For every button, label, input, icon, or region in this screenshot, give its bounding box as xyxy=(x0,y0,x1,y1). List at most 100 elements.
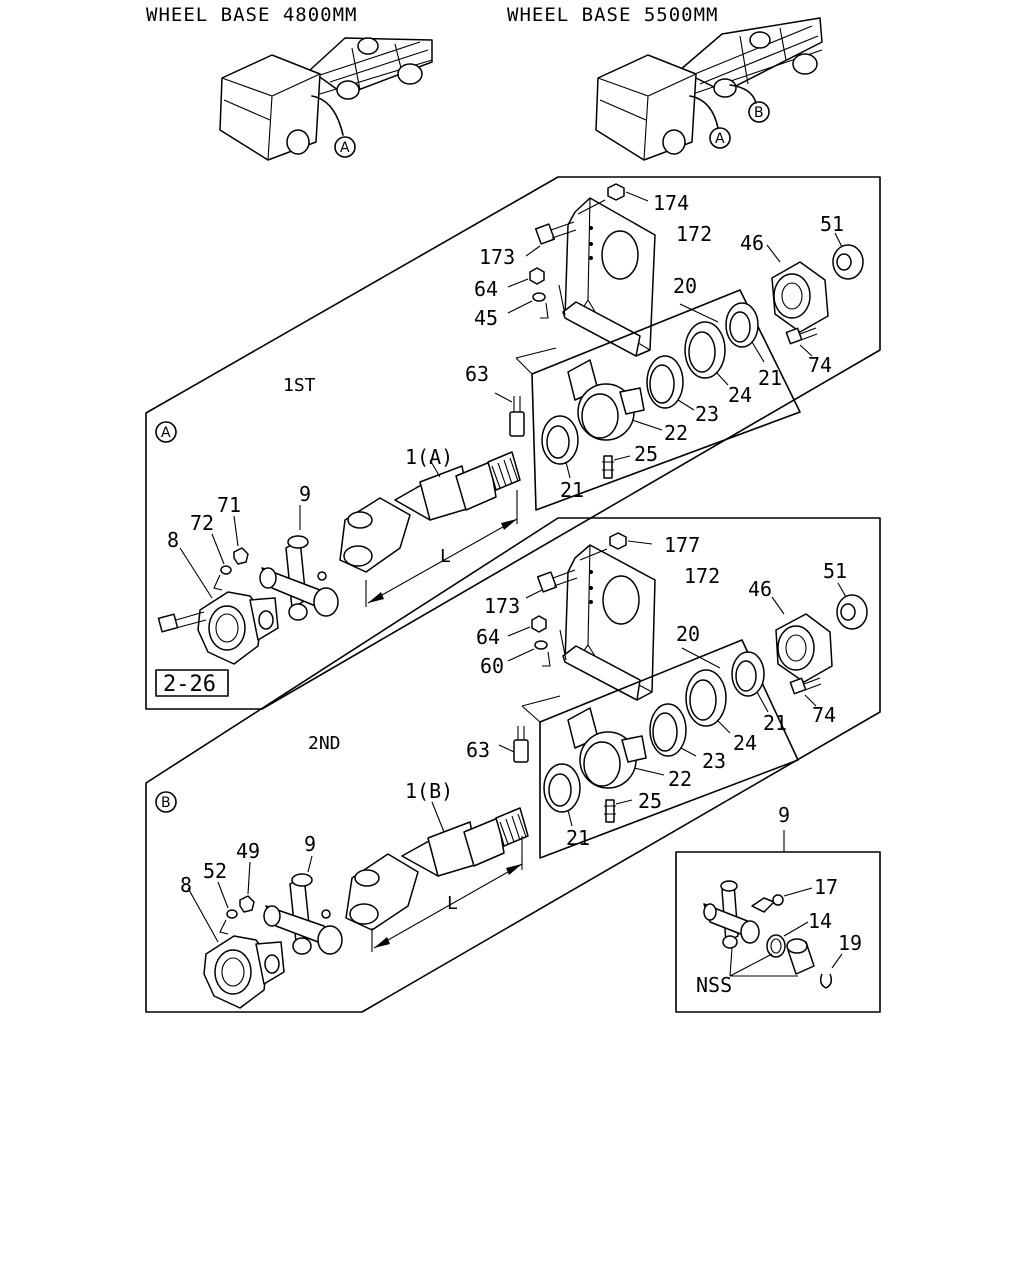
flange-yoke-8-2nd xyxy=(203,935,285,1009)
washer-52 xyxy=(226,909,238,919)
section-2nd-label: 2ND xyxy=(308,733,341,754)
spacer-24-1st xyxy=(684,321,726,379)
label-23-1st: 23 xyxy=(695,402,719,426)
marker-b-panel-label: B xyxy=(161,795,171,811)
truck-illustration-5500 xyxy=(595,17,823,161)
detail-snap-ring-19 xyxy=(819,973,833,989)
label-51-2nd: 51 xyxy=(823,559,847,583)
bracket-172-1st xyxy=(562,197,656,357)
label-8-2nd: 8 xyxy=(180,873,192,897)
bolt-63-1st xyxy=(509,396,525,437)
detail-seal-14 xyxy=(766,934,786,958)
bolt-74-2nd xyxy=(789,677,822,695)
reference-box-label: 2-26 xyxy=(163,672,216,697)
marker-b-panel xyxy=(155,791,177,813)
detail-label-14: 14 xyxy=(808,909,832,933)
label-21a-1st: 21 xyxy=(758,366,782,390)
detail-label-9: 9 xyxy=(778,803,790,827)
detail-universal-joint xyxy=(703,880,760,949)
label-173-1st: 173 xyxy=(479,245,515,269)
seal-21-1st-right xyxy=(725,302,759,348)
bolt-left-1st xyxy=(157,611,207,633)
label-22-1st: 22 xyxy=(664,421,688,445)
seal-21-2nd-right xyxy=(731,651,765,697)
label-74-2nd: 74 xyxy=(812,703,836,727)
marker-a-truck1-label: A xyxy=(340,140,350,156)
marker-b-truck2 xyxy=(748,101,770,123)
label-174: 174 xyxy=(653,191,689,215)
label-71: 71 xyxy=(217,493,241,517)
label-63-1st: 63 xyxy=(465,362,489,386)
detail-label-nss: NSS xyxy=(696,973,732,997)
dimension-L-2nd: L xyxy=(447,893,458,914)
marker-b-truck2-label: B xyxy=(754,105,764,121)
drive-shaft-1B xyxy=(345,807,529,931)
label-1A: 1(A) xyxy=(405,445,453,469)
label-46-2nd: 46 xyxy=(748,577,772,601)
label-46-1st: 46 xyxy=(740,231,764,255)
label-9-1st: 9 xyxy=(299,482,311,506)
label-25-2nd: 25 xyxy=(638,789,662,813)
drive-shaft-1A xyxy=(339,451,521,573)
panel-1st-outline xyxy=(145,176,881,710)
grease-nipple-25-1st xyxy=(602,455,614,479)
bolt-63-2nd xyxy=(513,726,529,763)
label-21b-2nd: 21 xyxy=(566,826,590,850)
label-25-1st: 25 xyxy=(634,442,658,466)
bracket-172-2nd xyxy=(562,544,656,701)
bearing-box-2nd xyxy=(539,639,799,859)
nut-49 xyxy=(239,895,255,913)
detail-bearing-cup xyxy=(786,938,815,975)
grease-nipple-25-2nd xyxy=(604,799,616,823)
label-9-2nd: 9 xyxy=(304,832,316,856)
label-172-1st: 172 xyxy=(676,222,712,246)
reference-box xyxy=(155,669,229,697)
marker-a-truck2 xyxy=(709,127,731,149)
flange-46-1st xyxy=(771,261,829,333)
label-23-2nd: 23 xyxy=(702,749,726,773)
bolt-74-1st xyxy=(785,327,818,345)
label-60: 60 xyxy=(480,654,504,678)
detail-box-universal-joint xyxy=(675,851,881,1013)
label-22-2nd: 22 xyxy=(668,767,692,791)
rubber-mount-22-2nd xyxy=(567,707,647,789)
bearing-23-1st xyxy=(646,355,684,409)
nut-51-1st xyxy=(832,244,864,280)
detail-grease-nipple-17 xyxy=(751,894,784,913)
nut-64-2nd xyxy=(531,615,547,633)
label-24-1st: 24 xyxy=(728,383,752,407)
label-8-1st: 8 xyxy=(167,528,179,552)
label-49: 49 xyxy=(236,839,260,863)
label-63-2nd: 63 xyxy=(466,738,490,762)
label-21a-2nd: 21 xyxy=(763,711,787,735)
nut-177 xyxy=(609,532,627,550)
header-wheelbase-4800: WHEEL BASE 4800MM xyxy=(146,4,357,26)
label-52: 52 xyxy=(203,859,227,883)
seal-21-2nd-left xyxy=(543,763,581,813)
flange-46-2nd xyxy=(775,613,833,683)
spacer-24-2nd xyxy=(685,669,727,727)
flange-yoke-8-1st xyxy=(197,591,279,665)
nut-174-1st xyxy=(607,183,625,201)
detail-label-19: 19 xyxy=(838,931,862,955)
panel-2nd-outline xyxy=(145,517,881,1013)
nut-51-2nd xyxy=(836,594,868,630)
label-20-1st: 20 xyxy=(673,274,697,298)
label-64-2nd: 64 xyxy=(476,625,500,649)
label-51-1st: 51 xyxy=(820,212,844,236)
header-wheelbase-5500: WHEEL BASE 5500MM xyxy=(507,4,718,26)
bearing-box-1st xyxy=(531,289,801,511)
rubber-mount-22-1st xyxy=(567,359,645,441)
label-177: 177 xyxy=(664,533,700,557)
truck-illustration-4800 xyxy=(219,37,433,161)
nut-71-1st xyxy=(233,547,249,565)
label-1B: 1(B) xyxy=(405,779,453,803)
washer-60-2nd xyxy=(534,640,548,650)
washer-45-1st xyxy=(532,292,546,302)
section-1st-label: 1ST xyxy=(283,375,316,396)
nut-64-1st xyxy=(529,267,545,285)
label-172-2nd: 172 xyxy=(684,564,720,588)
label-72: 72 xyxy=(190,511,214,535)
universal-joint-9-2nd xyxy=(263,873,343,955)
